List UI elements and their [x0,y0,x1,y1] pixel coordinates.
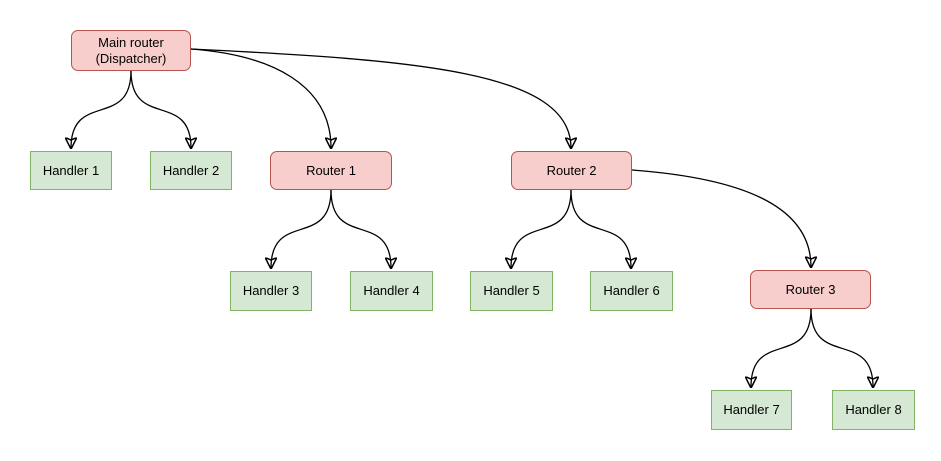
node-handler-1: Handler 1 [30,151,112,190]
node-main-router: Main router (Dispatcher) [71,30,191,71]
edge-router-1-to-handler-3 [271,189,332,268]
node-handler-8-label: Handler 8 [845,402,902,417]
edge-router-2-to-router-3 [631,169,811,267]
edge-main-router-to-handler-2 [130,70,191,148]
node-handler-1-label: Handler 1 [42,162,100,178]
node-handler-5-label: Handler 5 [483,283,540,298]
node-router-3: Router 3 [750,270,871,309]
node-handler-5: Handler 5 [470,271,553,311]
node-handler-2: Handler 2 [150,151,232,190]
edge-main-router-to-handler-1 [71,70,132,148]
node-handler-4: Handler 4 [350,271,433,311]
edge-router-3-to-handler-8 [810,308,873,387]
edge-main-router-to-router-1 [190,48,331,148]
node-handler-7-label: Handler 7 [723,402,780,417]
edge-main-router-to-router-2 [190,48,571,148]
edge-router-3-to-handler-7 [751,308,812,387]
node-handler-6-label: Handler 6 [603,283,660,298]
node-handler-3: Handler 3 [230,271,312,311]
node-router-1: Router 1 [270,151,392,190]
node-router-2: Router 2 [511,151,632,190]
node-handler-4-label: Handler 4 [363,283,420,298]
node-handler-8: Handler 8 [832,390,915,430]
edge-router-2-to-handler-6 [570,189,631,268]
edge-router-2-to-handler-5 [511,189,572,268]
node-main-router-label: Main router (Dispatcher) [95,34,167,66]
node-handler-3-label: Handler 3 [242,283,300,298]
node-router-3-label: Router 3 [785,281,836,297]
node-router-2-label: Router 2 [546,162,597,178]
edge-router-1-to-handler-4 [330,189,391,268]
node-handler-6: Handler 6 [590,271,673,311]
node-router-1-label: Router 1 [306,162,356,178]
node-handler-7: Handler 7 [711,390,792,430]
node-handler-2-label: Handler 2 [162,162,220,178]
